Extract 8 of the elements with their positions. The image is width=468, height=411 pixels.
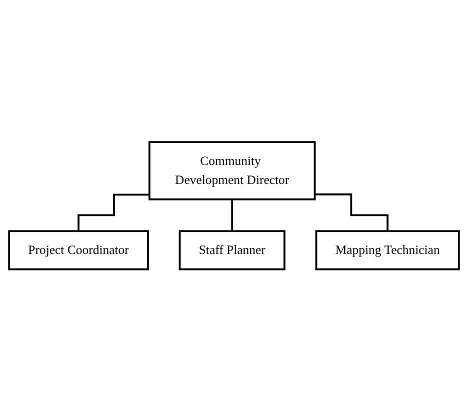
node-box: [8, 230, 149, 270]
node-box: [315, 230, 460, 270]
node-box: [178, 230, 286, 270]
connector: [314, 193, 389, 232]
connector: [78, 194, 150, 232]
node-box: [148, 140, 316, 200]
org-chart: Community Development Director Project Coordinator Staff Planner Mapping Technician: [4, 136, 464, 274]
connector: [231, 198, 234, 232]
